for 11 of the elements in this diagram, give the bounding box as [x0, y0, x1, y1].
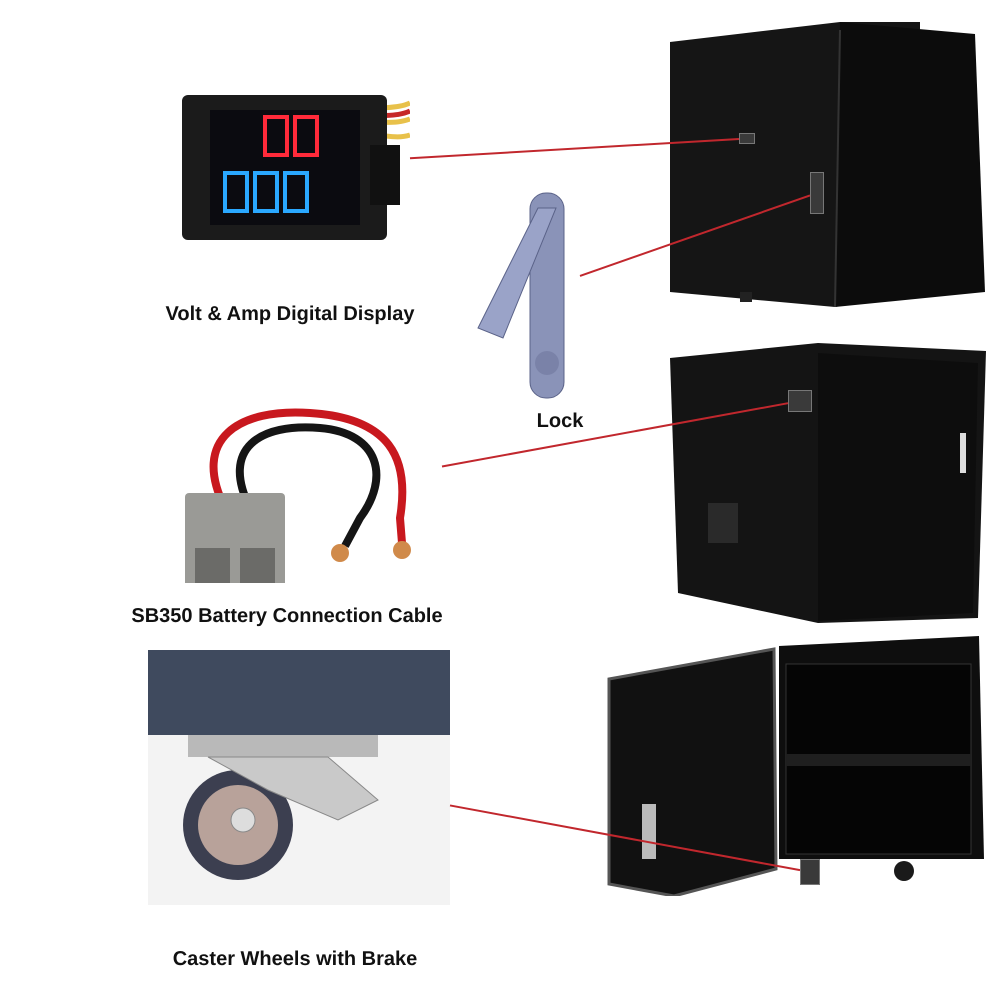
leader-line [450, 804, 800, 872]
leader-line [410, 138, 740, 160]
leader-line [442, 402, 788, 468]
node-label: Volt & Amp Digital Display [164, 303, 416, 326]
door-latch [810, 172, 824, 214]
caster-wheel-drawing [148, 650, 450, 905]
cable-port [788, 390, 812, 412]
caster-wheel [800, 859, 820, 885]
leader-line [580, 194, 810, 277]
node-label: SB350 Battery Connection Cable [129, 605, 445, 628]
display-slot [739, 133, 755, 144]
